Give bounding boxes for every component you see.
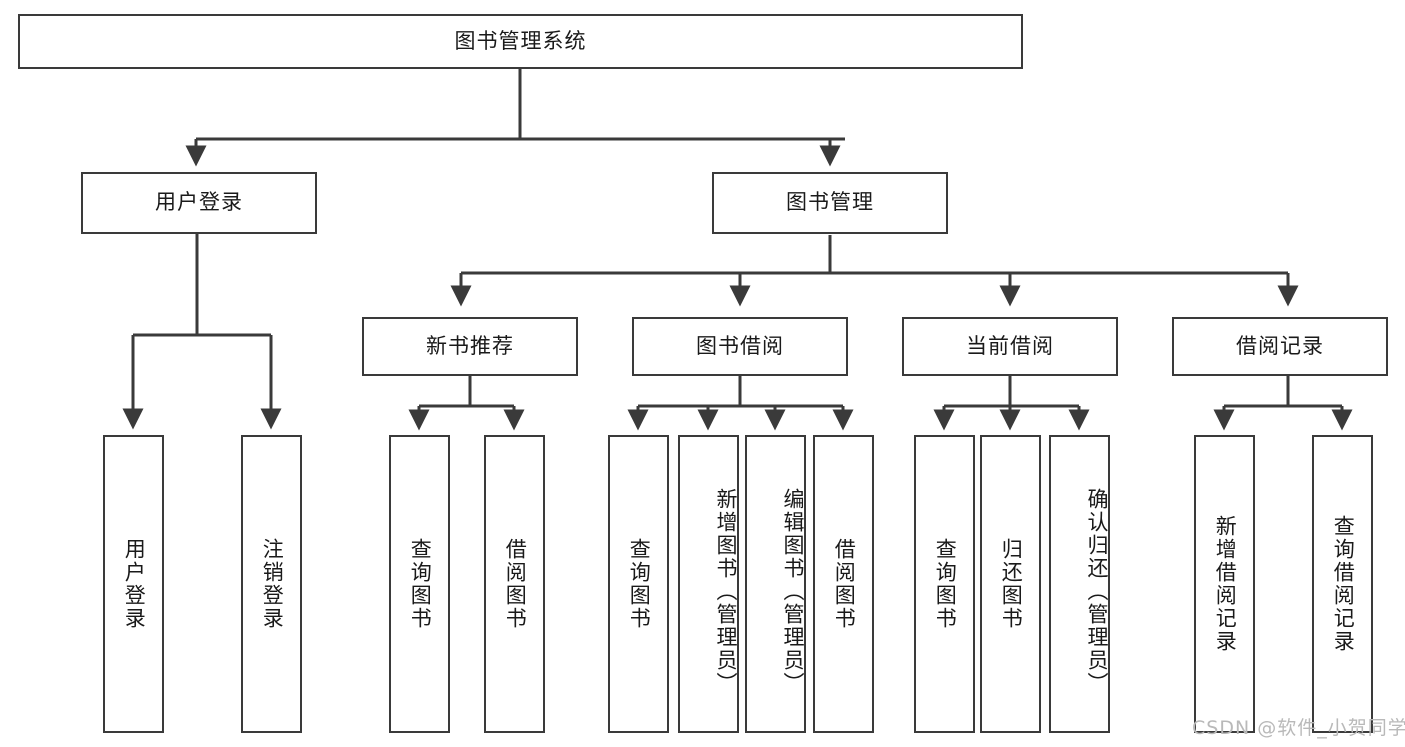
node-leaf-user-login-label: 用户登录	[122, 538, 147, 630]
node-leaf-query-book-2-label: 查询图书	[627, 538, 652, 630]
node-book-manage[interactable]: 图书管理	[712, 172, 948, 234]
node-leaf-borrow-book-1[interactable]: 借阅图书	[484, 435, 545, 733]
node-leaf-add-record-label: 新增借阅记录	[1213, 515, 1238, 653]
node-leaf-query-book-1[interactable]: 查询图书	[389, 435, 450, 733]
node-book-borrow[interactable]: 图书借阅	[632, 317, 848, 376]
node-leaf-add-book[interactable]: 新增图书（管理员）	[678, 435, 739, 733]
node-leaf-user-login[interactable]: 用户登录	[103, 435, 164, 733]
node-leaf-borrow-book-2-label: 借阅图书	[832, 538, 857, 630]
node-root-label: 图书管理系统	[454, 28, 587, 53]
node-leaf-query-record-label: 查询借阅记录	[1331, 515, 1356, 653]
node-user-login[interactable]: 用户登录	[81, 172, 317, 234]
node-leaf-add-record[interactable]: 新增借阅记录	[1194, 435, 1255, 733]
node-current-borrow-label: 当前借阅	[966, 333, 1054, 358]
node-borrow-record-label: 借阅记录	[1236, 333, 1324, 358]
node-leaf-user-logout[interactable]: 注销登录	[241, 435, 302, 733]
node-leaf-borrow-book-1-label: 借阅图书	[503, 538, 528, 630]
node-leaf-query-book-3-label: 查询图书	[933, 538, 958, 630]
node-current-borrow[interactable]: 当前借阅	[902, 317, 1118, 376]
node-leaf-query-book-2[interactable]: 查询图书	[608, 435, 669, 733]
node-leaf-confirm-return-label: 确认归还（管理员）	[1085, 487, 1109, 695]
csdn-watermark: CSDN @软件_小贺同学	[1192, 717, 1405, 739]
node-borrow-record[interactable]: 借阅记录	[1172, 317, 1388, 376]
node-leaf-confirm-return[interactable]: 确认归还（管理员）	[1049, 435, 1110, 733]
node-leaf-return-book[interactable]: 归还图书	[980, 435, 1041, 733]
node-leaf-user-logout-label: 注销登录	[260, 538, 285, 630]
node-book-borrow-label: 图书借阅	[696, 333, 784, 358]
node-leaf-add-book-label: 新增图书（管理员）	[714, 487, 738, 695]
node-user-login-label: 用户登录	[155, 190, 243, 215]
node-leaf-query-book-3[interactable]: 查询图书	[914, 435, 975, 733]
node-new-book-recommend[interactable]: 新书推荐	[362, 317, 578, 376]
node-book-manage-label: 图书管理	[786, 190, 874, 215]
node-leaf-edit-book[interactable]: 编辑图书（管理员）	[745, 435, 806, 733]
node-leaf-query-book-1-label: 查询图书	[408, 538, 433, 630]
node-leaf-return-book-label: 归还图书	[999, 538, 1024, 630]
node-leaf-edit-book-label: 编辑图书（管理员）	[781, 487, 805, 695]
node-leaf-query-record[interactable]: 查询借阅记录	[1312, 435, 1373, 733]
node-leaf-borrow-book-2[interactable]: 借阅图书	[813, 435, 874, 733]
node-root[interactable]: 图书管理系统	[18, 14, 1023, 69]
node-new-book-recommend-label: 新书推荐	[426, 333, 514, 358]
